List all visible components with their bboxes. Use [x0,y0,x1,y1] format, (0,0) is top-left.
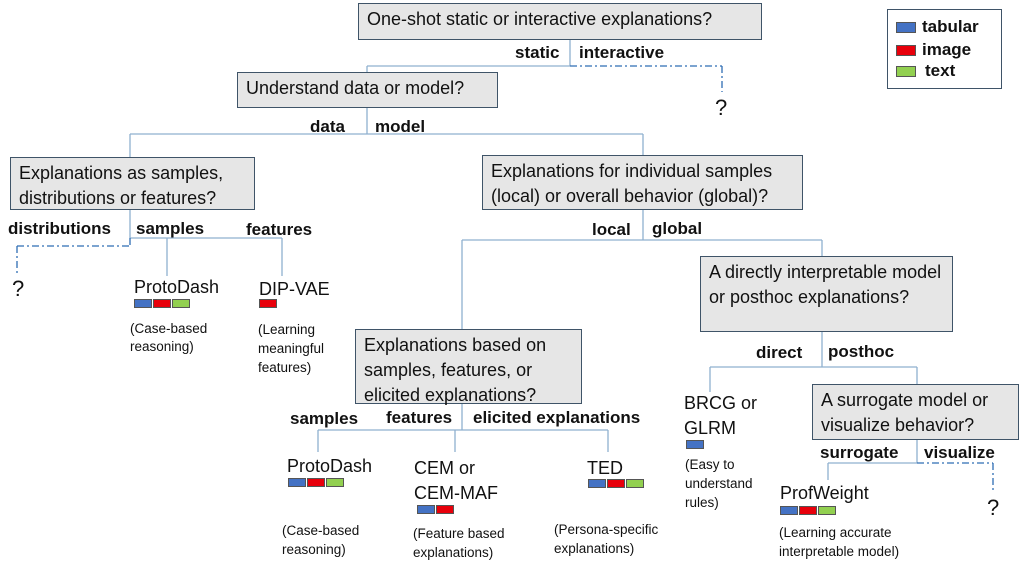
question-local-or-global: Explanations for individual samples (loc… [482,155,803,210]
algorithm-glrm: GLRM [684,418,737,438]
question-static-or-interactive: One-shot static or interactive explanati… [358,3,762,40]
tabular-swatch [588,479,606,488]
algorithm-ted: TED [587,458,623,478]
tabular-swatch [780,506,798,515]
question-direct-or-posthoc: A directly interpretable model or postho… [700,256,953,332]
algorithm-note-line: (Case-based [130,321,208,336]
algorithm-note-line: understand [685,476,753,491]
branch-global: global [652,219,703,238]
algorithm-note-line: interpretable model) [779,544,900,559]
algorithm-note-line: (Learning accurate [779,525,892,540]
tabular-swatch [288,478,306,487]
image-swatch [436,505,454,514]
branch-static: static [515,43,560,62]
tabular-swatch [134,299,152,308]
branch-features-2: features [386,408,453,427]
question-data-or-model: Understand data or model? [237,72,498,108]
text-swatch [172,299,190,308]
branch-visualize: visualize [924,443,995,462]
algorithm-note-line: meaningful [258,341,325,356]
branch-samples-2: samples [290,409,359,428]
algorithm-note-line: reasoning) [130,339,194,354]
algorithm-note-line: explanations) [413,545,494,560]
branch-samples: samples [136,219,205,238]
image-swatch [259,299,277,308]
branch-model: model [375,117,426,136]
algorithm-note-line: (Feature based [413,526,505,541]
algorithm-note-line: (Easy to [685,457,735,472]
algorithm-note-line: explanations) [554,541,635,556]
branch-surrogate: surrogate [820,443,899,462]
unknown-leaf-distributions: ? [12,276,25,301]
image-swatch [896,45,916,56]
tabular-swatch [417,505,435,514]
image-swatch [307,478,325,487]
algorithm-protodash: ProtoDash [134,277,220,297]
algorithm-note-line: (Learning [258,322,316,337]
question-surrogate-or-visualize: A surrogate model or visualize behavior? [812,384,1019,440]
legend: tabular image text [887,9,1002,89]
algorithm-note-line: (Case-based [282,523,360,538]
image-swatch [607,479,625,488]
algorithm-note-line: reasoning) [282,542,346,557]
legend-label-text: text [925,61,956,80]
branch-interactive: interactive [579,43,665,62]
legend-label-tabular: tabular [922,17,979,36]
branch-distributions: distributions [8,219,111,238]
branch-posthoc: posthoc [828,342,895,361]
image-swatch [799,506,817,515]
branch-elicited-explanations: elicited explanations [473,408,641,427]
text-swatch [626,479,644,488]
algorithm-cem: CEM or [414,458,476,478]
branch-features: features [246,220,313,239]
text-swatch [896,66,916,77]
branch-local: local [592,220,631,239]
question-samples-distributions-features: Explanations as samples, distributions o… [10,157,255,210]
algorithm-cem-maf: CEM-MAF [414,483,498,503]
image-swatch [153,299,171,308]
unknown-leaf-visualize: ? [987,495,1000,520]
unknown-leaf-interactive: ? [715,95,728,120]
algorithm-profweight: ProfWeight [780,483,869,503]
question-samples-features-elicited: Explanations based on samples, features,… [355,329,582,405]
tabular-swatch [686,440,704,449]
legend-label-image: image [922,40,972,59]
text-swatch [326,478,344,487]
algorithm-note-line: features) [258,360,312,375]
algorithm-brcg: BRCG or [684,393,758,413]
branch-data: data [310,117,345,136]
text-swatch [818,506,836,515]
algorithm-protodash: ProtoDash [287,456,373,476]
algorithm-note-line: rules) [685,495,719,510]
tabular-swatch [896,22,916,33]
algorithm-dip-vae: DIP-VAE [259,279,330,299]
algorithm-note-line: (Persona-specific [554,522,659,537]
branch-direct: direct [756,343,803,362]
